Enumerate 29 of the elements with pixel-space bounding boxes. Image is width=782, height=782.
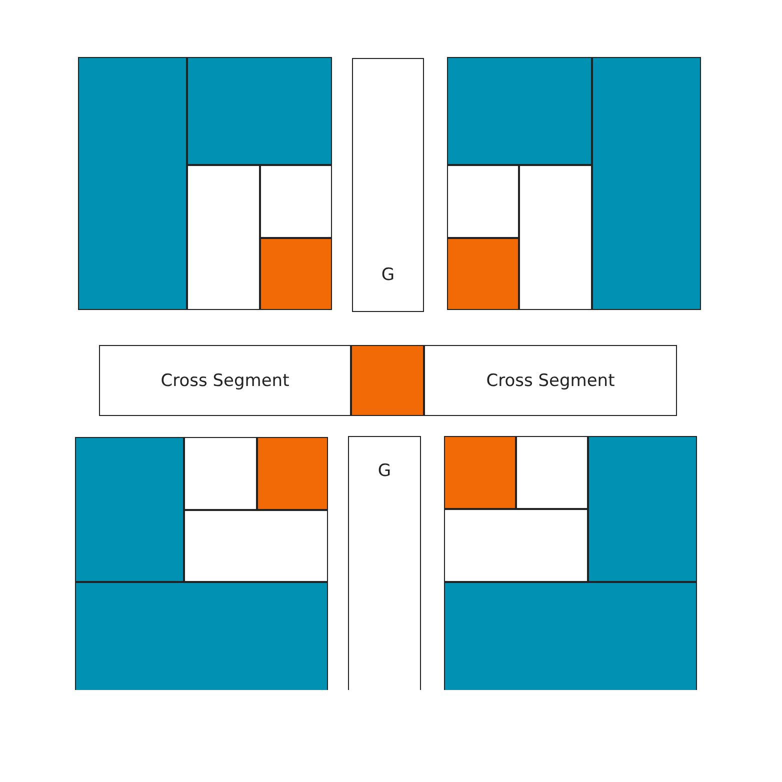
block-box (444, 582, 697, 690)
box-label: G (378, 461, 392, 481)
box-label: Cross Segment (160, 370, 290, 390)
box-label: G (381, 265, 395, 285)
block-box (184, 437, 257, 510)
label-box (352, 58, 424, 312)
block-box (447, 238, 519, 310)
box-label: Cross Segment (486, 370, 615, 390)
block-box (78, 57, 187, 310)
block-box (516, 436, 588, 509)
block-box (260, 238, 332, 310)
block-box (184, 510, 328, 582)
block-box (260, 165, 332, 238)
block-box (187, 165, 260, 310)
block-box (444, 509, 588, 582)
block-box (444, 436, 516, 509)
block-box (257, 437, 328, 510)
block-box (447, 165, 519, 238)
block-box (75, 582, 328, 690)
block-box (588, 436, 697, 582)
block-box (75, 437, 184, 582)
label-box (99, 345, 351, 416)
block-box (447, 57, 592, 165)
label-box (424, 345, 677, 416)
block-box (351, 345, 424, 416)
label-box (348, 436, 421, 690)
block-box (187, 57, 332, 165)
block-box (519, 165, 592, 310)
block-box (592, 57, 701, 310)
